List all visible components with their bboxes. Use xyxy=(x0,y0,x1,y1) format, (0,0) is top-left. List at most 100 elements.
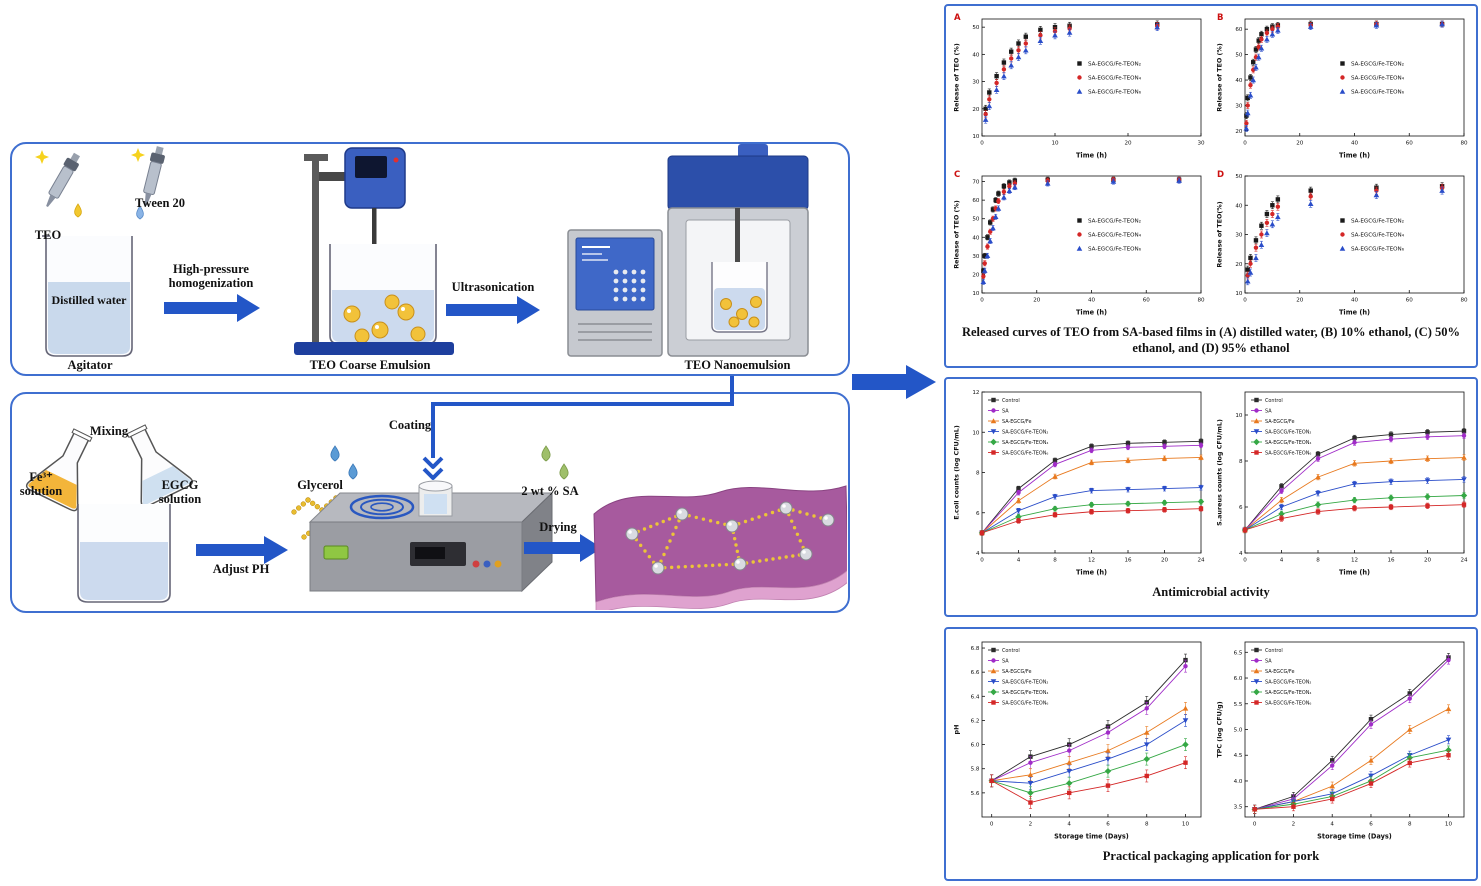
sparkle-icon xyxy=(131,148,145,162)
homogenization-label: High-pressure homogenization xyxy=(168,262,254,290)
nanoparticle-sphere xyxy=(675,507,689,521)
sa-label: 2 wt % SA xyxy=(521,484,579,498)
svg-text:0: 0 xyxy=(989,822,993,828)
svg-text:Time (h): Time (h) xyxy=(1338,569,1369,577)
svg-text:Time (h): Time (h) xyxy=(1338,152,1369,160)
svg-text:SA-EGCG/Fe: SA-EGCG/Fe xyxy=(1265,419,1294,425)
egcg-flask-icon xyxy=(126,424,194,508)
svg-text:Release of TEO (%): Release of TEO (%) xyxy=(1215,43,1223,112)
svg-text:6: 6 xyxy=(1369,822,1373,828)
ultrasonicator xyxy=(567,144,809,357)
glycerol-label: Glycerol xyxy=(297,478,343,492)
release-caption: Released curves of TEO from SA-based fil… xyxy=(961,325,1460,355)
svg-text:SA-EGCG/Fe-TEON₂: SA-EGCG/Fe-TEON₂ xyxy=(1265,679,1311,685)
svg-text:50: 50 xyxy=(1235,53,1243,59)
series-SA-EGCG/Fe-TEON₆ xyxy=(980,177,1182,285)
svg-text:20: 20 xyxy=(1235,262,1243,268)
svg-text:5.5: 5.5 xyxy=(1233,702,1242,708)
svg-text:Storage time (Days): Storage time (Days) xyxy=(1054,833,1129,841)
svg-text:SA-EGCG/Fe-TEON₄: SA-EGCG/Fe-TEON₄ xyxy=(1087,75,1141,81)
svg-text:Time (h): Time (h) xyxy=(1075,569,1106,577)
svg-text:20: 20 xyxy=(1124,141,1132,147)
teo-label: TEO xyxy=(34,228,62,242)
svg-text:8: 8 xyxy=(1407,822,1411,828)
ultrasonication-arrow xyxy=(446,296,540,324)
svg-text:10: 10 xyxy=(1051,141,1059,147)
svg-text:SA-EGCG/Fe-TEON₂: SA-EGCG/Fe-TEON₂ xyxy=(1350,218,1403,224)
svg-text:30: 30 xyxy=(1235,103,1243,109)
svg-text:0: 0 xyxy=(1252,822,1256,828)
svg-text:SA-EGCG/Fe-TEON₆: SA-EGCG/Fe-TEON₆ xyxy=(1087,89,1141,95)
mixing-beaker xyxy=(77,504,171,603)
svg-text:SA-EGCG/Fe-TEON₂: SA-EGCG/Fe-TEON₂ xyxy=(1002,429,1048,435)
svg-text:0: 0 xyxy=(980,141,984,147)
svg-text:30: 30 xyxy=(1197,141,1205,147)
film-network xyxy=(625,501,835,575)
svg-text:4: 4 xyxy=(1238,551,1242,557)
tween-droplet-icon xyxy=(136,205,144,220)
homogenization-arrow xyxy=(164,294,260,322)
legend: ControlSASA-EGCG/FeSA-EGCG/Fe-TEON₂SA-EG… xyxy=(987,647,1048,706)
svg-text:20: 20 xyxy=(972,107,980,113)
svg-text:12: 12 xyxy=(1350,558,1357,564)
svg-text:Release of TEO (%): Release of TEO (%) xyxy=(952,43,960,112)
svg-text:Control: Control xyxy=(1265,648,1283,654)
oil-droplets xyxy=(720,296,762,328)
svg-text:10: 10 xyxy=(1235,291,1243,297)
svg-text:8: 8 xyxy=(1053,558,1057,564)
svg-text:Control: Control xyxy=(1002,398,1020,404)
svg-text:Time (h): Time (h) xyxy=(1338,309,1369,317)
fe-flask-icon xyxy=(25,428,93,512)
series-SA-EGCG/Fe-TEON₆ xyxy=(1243,20,1445,132)
svg-text:8: 8 xyxy=(1144,822,1148,828)
svg-text:20: 20 xyxy=(1033,298,1041,304)
svg-text:6.0: 6.0 xyxy=(1233,676,1242,682)
oil-droplets xyxy=(343,294,426,344)
svg-text:SA-EGCG/Fe-TEON₂: SA-EGCG/Fe-TEON₂ xyxy=(1087,61,1140,67)
svg-text:Control: Control xyxy=(1265,398,1283,404)
top-box-art xyxy=(35,144,809,357)
svg-text:80: 80 xyxy=(1197,298,1205,304)
mixing-label: Mixing xyxy=(89,424,129,438)
svg-text:24: 24 xyxy=(1197,558,1205,564)
svg-text:10: 10 xyxy=(1235,413,1243,419)
svg-text:C: C xyxy=(954,170,960,180)
svg-text:SA-EGCG/Fe-TEON₆: SA-EGCG/Fe-TEON₆ xyxy=(1350,89,1404,95)
series-SA-EGCG/Fe-TEON₆ xyxy=(1242,501,1466,534)
svg-text:SA: SA xyxy=(1265,408,1272,414)
svg-text:SA-EGCG/Fe-TEON₆: SA-EGCG/Fe-TEON₆ xyxy=(1350,246,1404,252)
svg-text:6: 6 xyxy=(1106,822,1110,828)
glycerol-droplet-icon xyxy=(348,463,358,480)
svg-text:60: 60 xyxy=(1142,298,1150,304)
svg-text:10: 10 xyxy=(972,291,980,297)
svg-text:2: 2 xyxy=(1028,822,1032,828)
svg-text:B: B xyxy=(1217,13,1223,23)
nanoparticle-sphere xyxy=(733,557,747,571)
teo-droplet-icon xyxy=(74,203,82,218)
svg-text:SA-EGCG/Fe: SA-EGCG/Fe xyxy=(1265,669,1294,675)
svg-text:40: 40 xyxy=(972,52,980,58)
svg-text:6.6: 6.6 xyxy=(970,670,979,676)
svg-text:50: 50 xyxy=(1235,174,1243,180)
svg-text:16: 16 xyxy=(1124,558,1132,564)
svg-text:SA-EGCG/Fe-TEON₂: SA-EGCG/Fe-TEON₂ xyxy=(1265,429,1311,435)
sparkle-icon xyxy=(35,150,49,164)
svg-text:60: 60 xyxy=(972,198,980,204)
svg-text:0: 0 xyxy=(980,558,984,564)
series-SA-EGCG/Fe-TEON₄ xyxy=(1241,492,1467,534)
tween-label: Tween 20 xyxy=(134,196,186,210)
svg-text:80: 80 xyxy=(1460,298,1468,304)
svg-text:6.4: 6.4 xyxy=(970,694,979,700)
svg-text:12: 12 xyxy=(972,390,979,396)
process-to-results-arrow xyxy=(852,365,936,399)
series-SA-EGCG/Fe xyxy=(1241,454,1467,534)
